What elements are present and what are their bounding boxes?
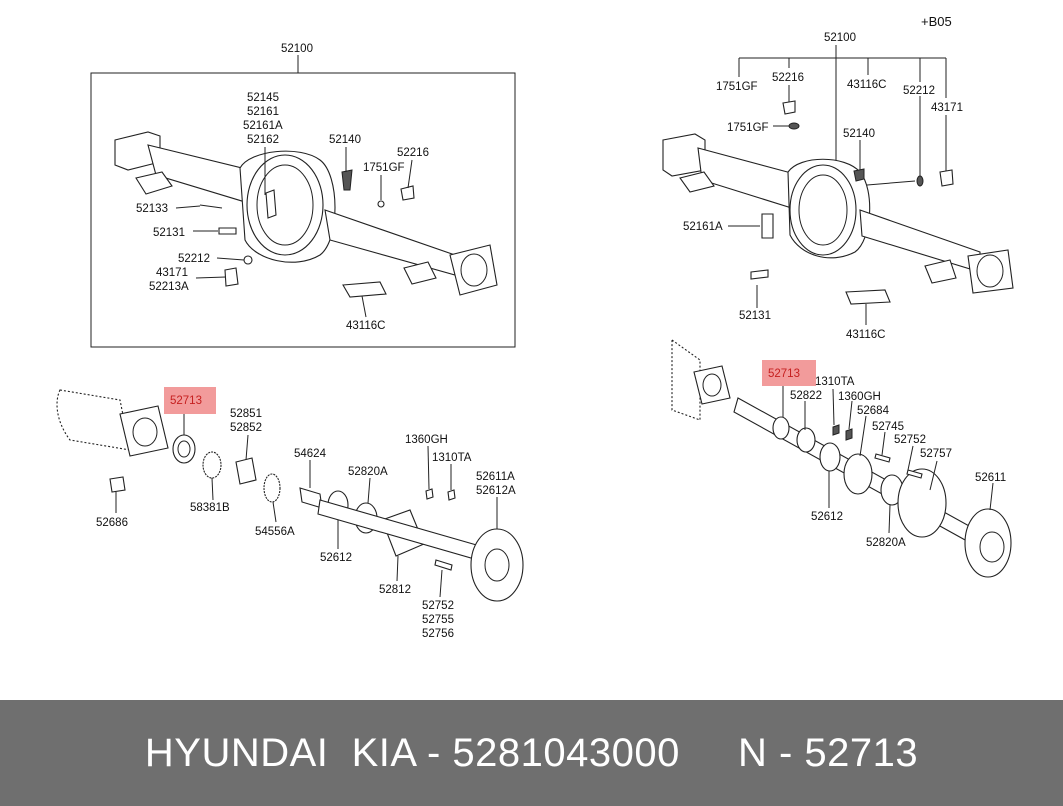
label-54624: 54624 <box>294 448 327 460</box>
label-52756: 52756 <box>422 628 454 640</box>
label-1751gf: 1751GF <box>716 81 758 93</box>
label-52131: 52131 <box>739 310 771 322</box>
highlight-box <box>164 387 216 414</box>
right-axle-housing-group: +B05 52100 <box>662 14 1014 341</box>
label-52820a: 52820A <box>866 537 906 549</box>
label-52745: 52745 <box>872 421 904 433</box>
label-1751gf: 1751GF <box>363 162 405 174</box>
highlight-label: 52713 <box>170 395 202 407</box>
axle-shaft-drawing <box>671 338 1012 578</box>
label-52612: 52612 <box>320 552 352 564</box>
label-52213a: 52213A <box>149 281 189 293</box>
right-axle-shaft-group: 52713 1310TA <box>671 338 1012 578</box>
assembly-label: 52100 <box>824 32 856 44</box>
label-52820a: 52820A <box>348 466 388 478</box>
part-number-text: HYUNDAI KIA - 5281043000 N - 52713 <box>144 730 919 775</box>
left-axle-shaft-group: 52713 <box>56 387 524 640</box>
parts-diagram: .ln { stroke:#222; stroke-width:1; fill:… <box>56 14 1014 640</box>
label-52131: 52131 <box>153 227 185 239</box>
left-axle-housing-group: 52100 <box>90 43 516 348</box>
assembly-label: 52100 <box>281 43 313 55</box>
highlight-box <box>762 360 816 386</box>
label-52212: 52212 <box>178 253 210 265</box>
label-52752: 52752 <box>422 600 454 612</box>
label-52812: 52812 <box>379 584 411 596</box>
label-52161: 52161 <box>247 106 279 118</box>
label-1360gh: 1360GH <box>405 434 448 446</box>
label-43171: 43171 <box>156 267 188 279</box>
label-52216: 52216 <box>772 72 804 84</box>
label-52161a: 52161A <box>243 120 283 132</box>
label-43116c: 43116C <box>346 320 385 332</box>
label-52161a: 52161A <box>683 221 723 233</box>
label-43116c-2: 43116C <box>846 329 885 341</box>
label-1310ta: 1310TA <box>432 452 472 464</box>
label-58381b: 58381B <box>190 502 230 514</box>
label-52145: 52145 <box>247 92 279 104</box>
label-52757: 52757 <box>920 448 952 460</box>
label-1310ta: 1310TA <box>815 376 855 388</box>
label-1751gf-2: 1751GF <box>727 122 769 134</box>
label-52612: 52612 <box>811 511 843 523</box>
axle-housing-drawing <box>114 131 498 298</box>
label-43116c: 43116C <box>847 79 886 91</box>
label-52612a: 52612A <box>476 485 516 497</box>
label-52611a: 52611A <box>476 471 515 483</box>
axle-housing-drawing <box>662 100 1014 305</box>
label-52852: 52852 <box>230 422 262 434</box>
label-43171: 43171 <box>931 102 963 114</box>
label-52133: 52133 <box>136 203 168 215</box>
label-1360gh: 1360GH <box>838 391 881 403</box>
label-52140: 52140 <box>329 134 361 146</box>
label-52752: 52752 <box>894 434 926 446</box>
axle-shaft-drawing <box>56 389 524 602</box>
label-52686: 52686 <box>96 517 128 529</box>
option-label: +B05 <box>921 14 952 29</box>
label-52162: 52162 <box>247 134 279 146</box>
label-52212: 52212 <box>903 85 935 97</box>
label-52140: 52140 <box>843 128 875 140</box>
label-52755: 52755 <box>422 614 454 626</box>
label-52216: 52216 <box>397 147 429 159</box>
label-52684: 52684 <box>857 405 890 417</box>
label-52851: 52851 <box>230 408 262 420</box>
label-54556a: 54556A <box>255 526 295 538</box>
highlight-label: 52713 <box>768 368 800 380</box>
label-52611: 52611 <box>975 472 1006 484</box>
assembly-box <box>90 72 516 348</box>
label-52822: 52822 <box>790 390 822 402</box>
part-number-footer: HYUNDAI KIA - 5281043000 N - 52713 <box>0 700 1063 806</box>
